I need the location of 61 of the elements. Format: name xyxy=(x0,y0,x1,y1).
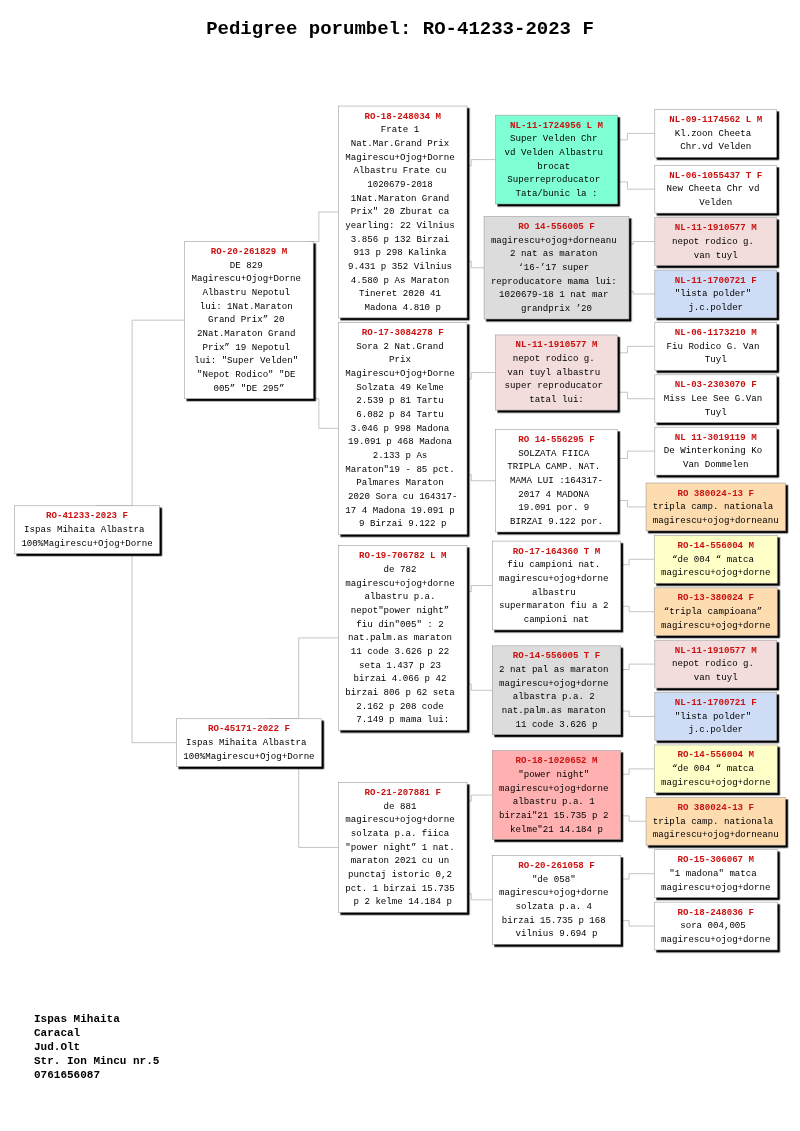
node-box: RO-21-207881 F de 881 magirescu+ojog+dorne solzata p.a. fiica "power night” 1 nat. maraton 2021 cu un punctaj istoric 0,2 pct. 1 birzai 15.735 p 2 kelme 14.184 p xyxy=(338,782,468,913)
connector xyxy=(620,873,655,880)
address-line: Caracal xyxy=(34,1026,81,1040)
node-box: RO-18-248036 F sora 004,005 magirescu+ojog+dorne xyxy=(653,901,778,951)
connector xyxy=(617,500,647,508)
connector xyxy=(617,391,656,400)
node-box: RO-17-3084278 F Sora 2 Nat.Grand Prix Magirescu+Ojog+Dorne Solzata 49 Kelme 2.539 p 81 Tartu 6.082 p 84 Tartu 3.046 p 998 Madona 19.091 p 468 Madona 2.133 p As Maraton"19 - 85 pct. Palmares Maraton 2020 Sora cu 164317-17 4 Madona 19.091 p 9 Birzai 9.122 p xyxy=(338,322,468,535)
connector xyxy=(620,815,647,822)
node-box: NL-03-2303070 F Miss Lee See G.Van Tuyl xyxy=(654,374,777,423)
node-box: RO 14-556005 F magirescu+ojog+dorneanu 2 nat as maraton ‘16-’17 super reproducatore mama lui: 1020679-18 1 nat mar grandprix ’20 xyxy=(483,216,630,320)
connector xyxy=(620,920,655,927)
node-box: RO-19-706782 L M de 782 magirescu+ojog+dorne albastru p.a. nepot"power night” fiu din"005" : 2 nat.palm.as maraton 11 code 3.626 p 22 seta 1.437 p 23 birzai 4.066 p 42 birzai 806 p 62 seta 2.162 p 208 code 7.149 p mama lui: xyxy=(338,545,468,731)
address-line: Str. Ion Mincu nr.5 xyxy=(34,1054,160,1068)
connector xyxy=(466,159,496,167)
node-box: NL 11-3019119 M De Winterkoning Ko Van Dommelen xyxy=(654,426,777,476)
connector xyxy=(466,474,496,482)
node-box: RO-20-261829 M DE 829 Magirescu+Ojog+Dorne Albastru Nepotul lui: 1Nat.Maraton Grand Prix” 20 2Nat.Maraton Grand Prix” 19 Nepotul lui: "Super Velden" "Nepot Rodico" "DE 005” "DE 295” xyxy=(184,241,314,400)
node-box: NL-11-1910577 M nepot rodico g. van tuyl albastru super reproducator tatal lui: xyxy=(495,334,618,411)
node-box: RO-45171-2022 F Ispas Mihaita Albastra 100%Magirescu+Ojog+Dorne xyxy=(176,718,322,767)
node-box: NL-06-1173210 M Fiu Rodico G. Van Tuyl xyxy=(654,322,777,371)
connector xyxy=(466,893,493,901)
connector xyxy=(466,585,493,592)
node-box: RO-14-556004 M “de 004 “ matca magirescu+ojog+dorne xyxy=(653,744,778,794)
node-box: RO-14-556004 M “de 004 “ matca magirescu+ojog+dorne xyxy=(653,535,778,584)
title: Pedigree porumbel: RO-41233-2023 F xyxy=(205,18,595,40)
connector xyxy=(617,133,656,141)
connector xyxy=(628,241,656,245)
node-box: RO 380024-13 F tripla camp. nationala magirescu+ojog+dorneanu xyxy=(645,482,786,532)
address-line: Jud.Olt xyxy=(34,1040,81,1054)
node-box: NL-11-1724956 L M Super Velden Chr vd Velden Albastru brocat Superreproducator Tata/bunic la : xyxy=(495,114,618,205)
node-box: RO-15-306067 M "1 madona" matca magirescu+ojog+dorne xyxy=(653,849,778,898)
connector xyxy=(620,710,656,717)
node-box: RO 14-556295 F SOLZATA FIICA TRIPLA CAMP. NAT. MAMA LUI :164317-2017 4 MADONA 19.091 por. 9 BIRZAI 9.122 por. xyxy=(495,429,618,533)
connector xyxy=(620,559,655,566)
connector xyxy=(620,768,655,775)
node-box: RO-18-248034 M Frate 1 Nat.Mar.Grand Prix Magirescu+Ojog+Dorne Albastru Frate cu 1020679-2018 1Nat.Maraton Grand Prix" 20 Zburat ca yearling: 22 Vilnius 3.856 p 132 Birzai 913 p 298 Kalinka 9.431 p 352 Vilnius 4.580 p As Maraton Tineret 2020 41 Madona 4.810 p xyxy=(338,105,468,319)
address-line: 0761656087 xyxy=(34,1068,100,1082)
node-box: NL-06-1055437 T F New Cheeta Chr vd Velden xyxy=(654,165,777,214)
node-box: NL-11-1910577 M nepot rodico g. van tuyl xyxy=(654,217,777,266)
node-box: RO-17-164360 T M fiu campioni nat. magirescu+ojog+dorne albastru supermaraton fiu a 2 campioni nat xyxy=(491,540,622,631)
address-line: Ispas Mihaita xyxy=(34,1012,120,1026)
node-box: RO-41233-2023 F Ispas Mihaita Albastra 100%Magirescu+Ojog+Dorne xyxy=(14,505,160,554)
node-box: RO-13-380024 F “tripla campioana” magirescu+ojog+dorne xyxy=(653,587,778,636)
connector xyxy=(466,260,485,269)
connector xyxy=(466,794,493,802)
connector xyxy=(466,372,496,380)
node-box: NL-11-1700721 F "lista polder" j.c.polder xyxy=(654,692,777,741)
node-box: RO-18-1020652 M "power night" magirescu+ojog+dorne albastru p.a. 1 birzai"21 15.735 p 2 kelme"21 14.184 p xyxy=(491,750,622,840)
node-box: RO-14-556005 T F 2 nat pal as maraton magirescu+ojog+dorne albastra p.a. 2 nat.palm.as maraton 11 code 3.626 p xyxy=(492,645,622,735)
connector xyxy=(617,181,656,190)
node-box: NL-09-1174562 L M Kl.zoon Cheeta Chr.vd Velden xyxy=(654,109,777,158)
connector xyxy=(620,663,656,670)
connector xyxy=(617,346,656,354)
connector xyxy=(466,683,493,691)
node-box: RO-20-261058 F "de 058" magirescu+ojog+dorne solzata p.a. 4 birzai 15.735 p 168 vilnius 9.694 p xyxy=(492,855,622,945)
connector xyxy=(617,450,656,459)
node-box: RO 380024-13 F tripla camp. nationala magirescu+ojog+dorneanu xyxy=(645,797,786,846)
connector xyxy=(628,290,656,295)
node-box: NL-11-1700721 F "lista polder" j.c.polder xyxy=(654,269,777,319)
node-box: NL-11-1910577 M nepot rodico g. van tuyl xyxy=(654,639,777,689)
connector xyxy=(620,605,655,613)
